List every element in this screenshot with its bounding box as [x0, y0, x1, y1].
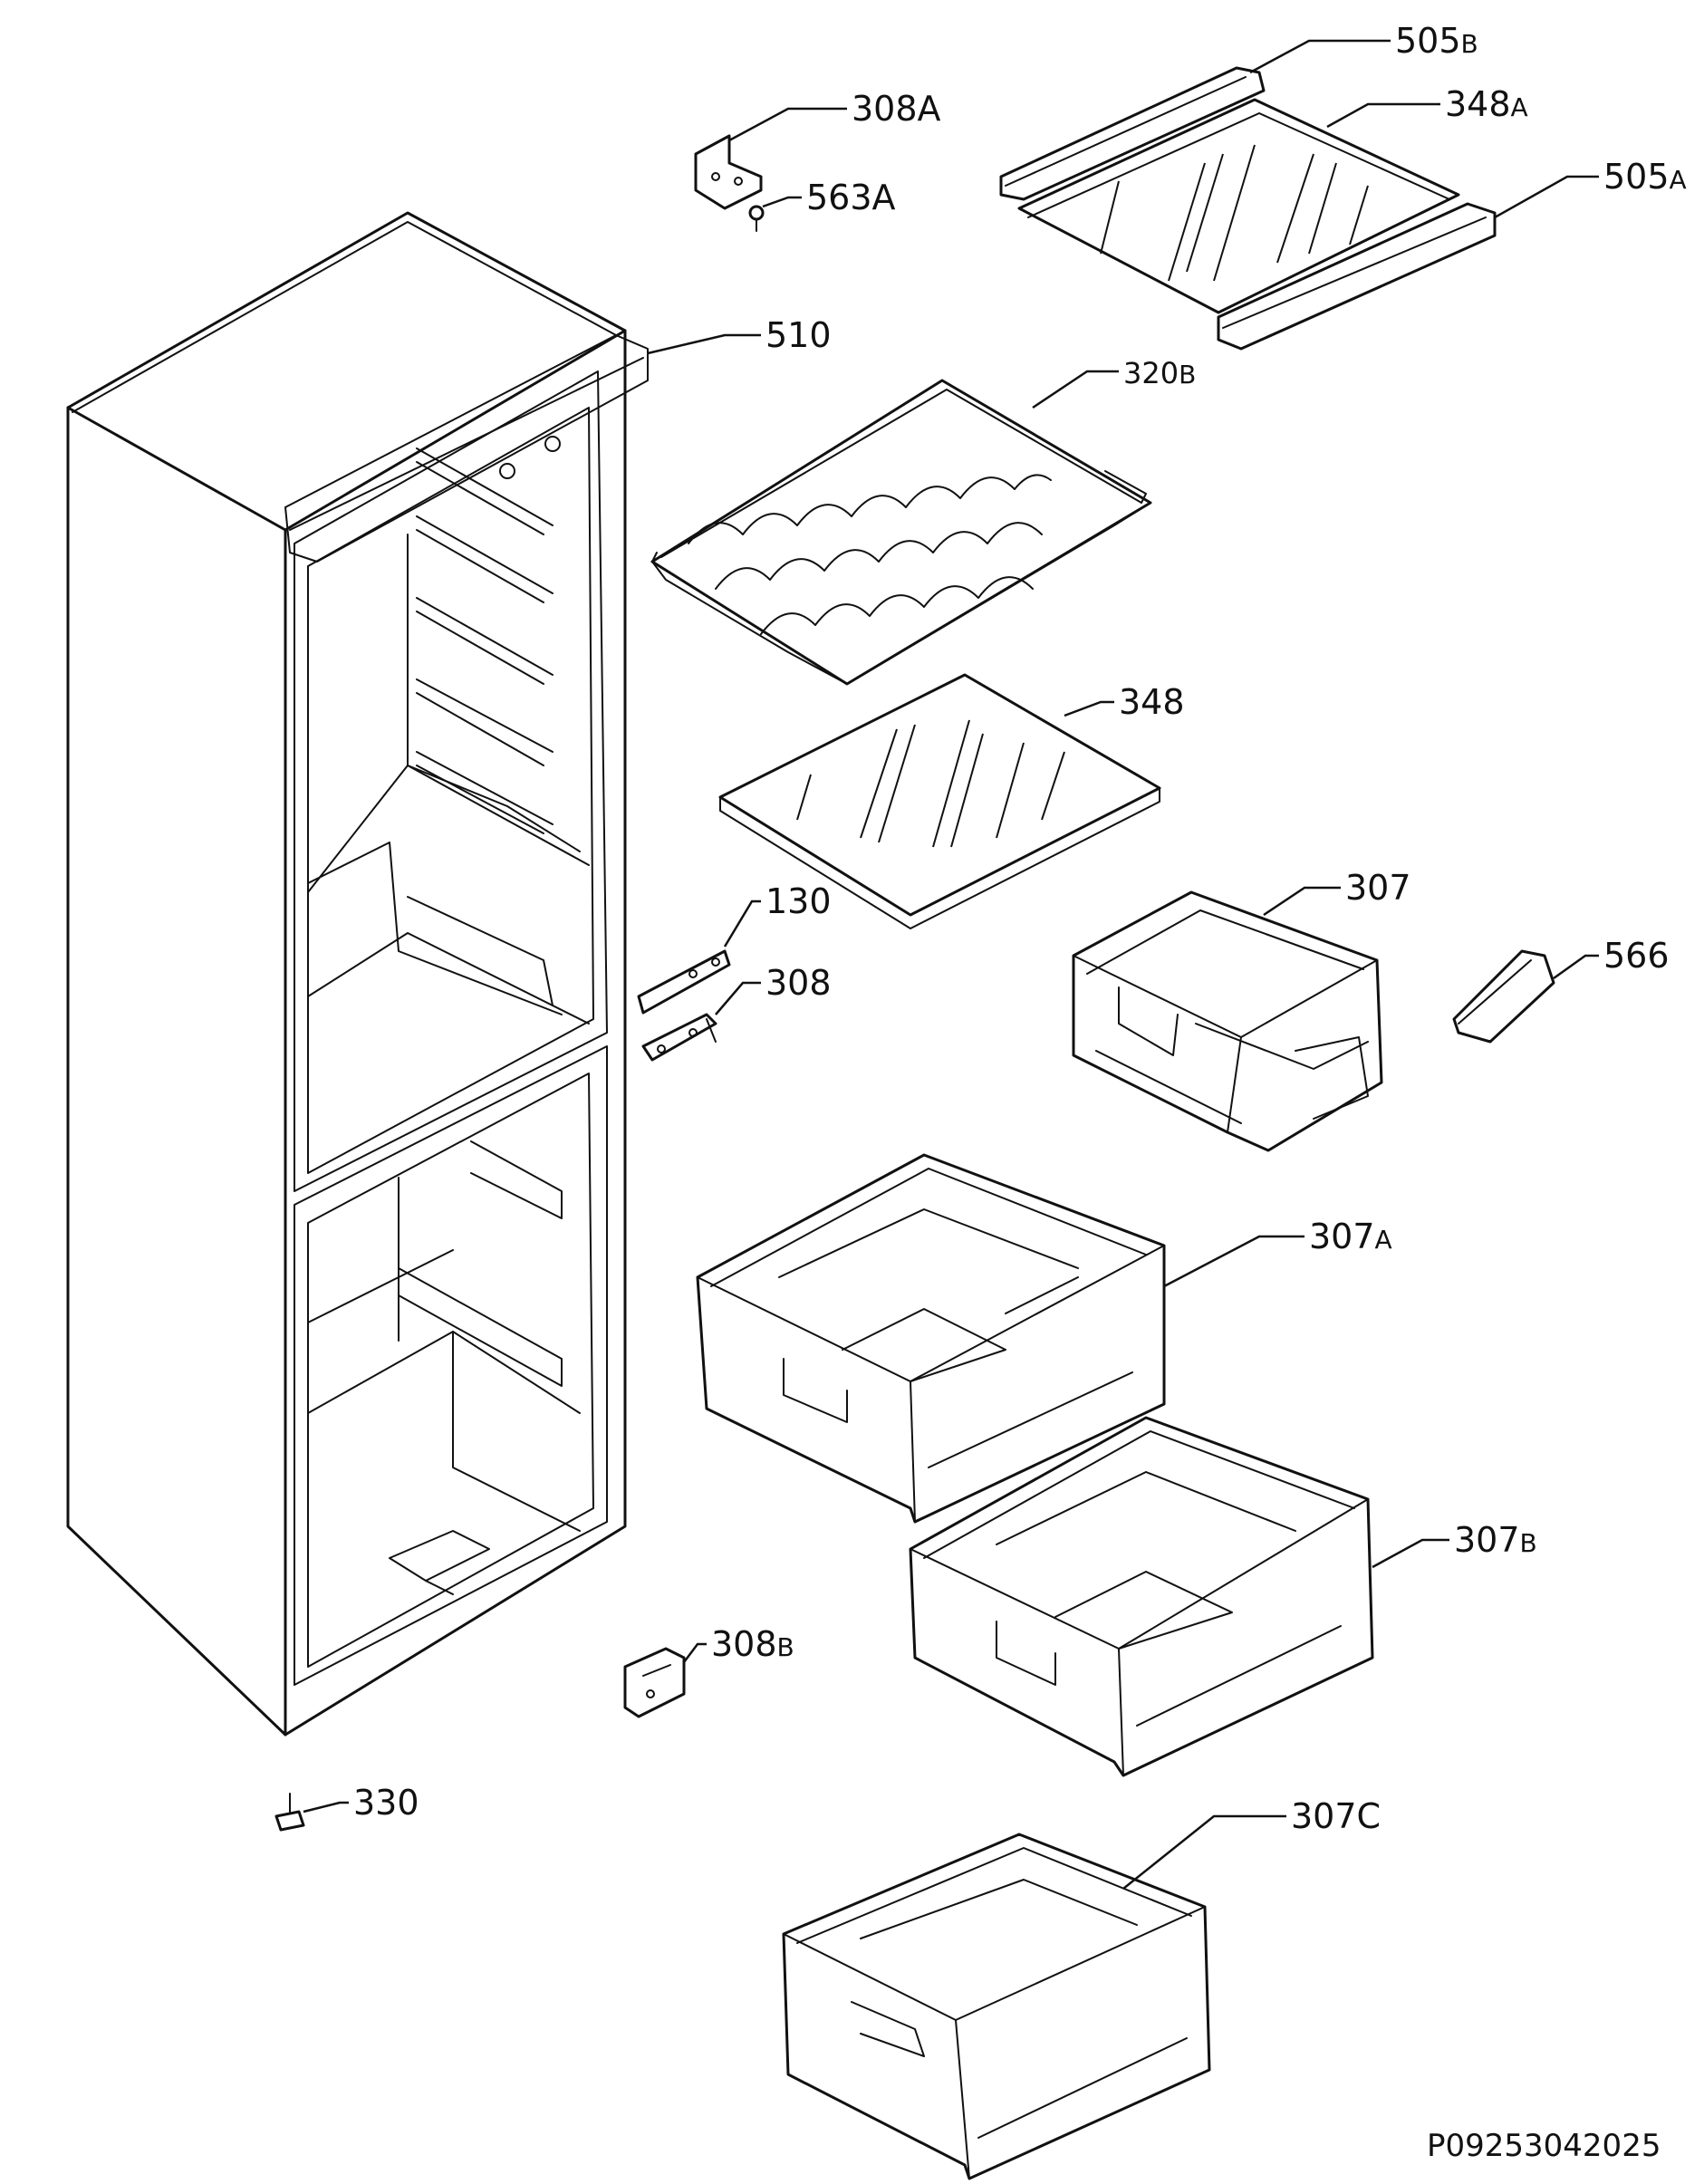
bin-307: [1072, 890, 1383, 1152]
glass-shelf-348a-assembly: [999, 66, 1497, 351]
label-505b: 505B: [1395, 21, 1478, 61]
drawer-307a: [696, 1153, 1166, 1524]
drawer-307b: [909, 1416, 1374, 1777]
glass-shelf-348: [718, 673, 1161, 929]
label-307a: 307A: [1309, 1217, 1392, 1256]
document-code: P09253042025: [1427, 2128, 1661, 2164]
drawer-307c: [782, 1833, 1211, 2180]
label-320b: 320B: [1123, 356, 1196, 390]
wine-rack-320b: [650, 379, 1152, 686]
label-566: 566: [1603, 936, 1670, 976]
hinge-308b: [623, 1647, 686, 1718]
clip-566: [1452, 949, 1555, 1044]
label-307b: 307B: [1454, 1520, 1537, 1560]
label-348: 348: [1119, 682, 1185, 722]
label-130: 130: [765, 881, 832, 921]
part-labels: 505B 348A 505A 308A 563A 510 320B 348 13…: [353, 21, 1687, 1836]
label-308b: 308B: [711, 1624, 794, 1664]
label-510: 510: [765, 315, 832, 355]
label-330: 330: [353, 1783, 419, 1823]
hinge-308a: [694, 134, 763, 210]
label-563a: 563A: [806, 178, 896, 217]
label-505a: 505A: [1603, 157, 1687, 197]
screw-563a: [748, 205, 765, 232]
hinge-308: [641, 1013, 717, 1062]
leader-lines: [303, 39, 1599, 1890]
label-307c: 307C: [1291, 1796, 1381, 1836]
foot-330: [274, 1793, 305, 1832]
label-308: 308: [765, 963, 832, 1003]
label-307: 307: [1345, 868, 1411, 908]
label-308a: 308A: [852, 89, 941, 129]
fridge-cabinet: [66, 211, 649, 1737]
hinge-cover-130: [637, 949, 731, 1015]
label-348a: 348A: [1445, 84, 1528, 124]
